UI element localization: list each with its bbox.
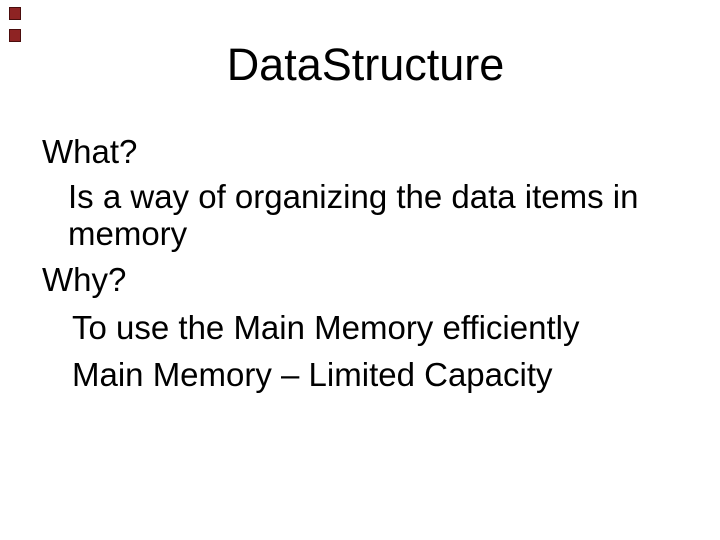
- slide-title: DataStructure: [226, 39, 505, 90]
- body-line-why: Why?: [42, 261, 127, 298]
- body-line-what: What?: [42, 133, 138, 170]
- corner-marker-top: [9, 7, 21, 20]
- body-line-use-main-memory: To use the Main Memory efficiently: [72, 309, 580, 346]
- body-line-memory: memory: [68, 215, 188, 252]
- body-line-organizing: Is a way of organizing the data items in: [68, 178, 639, 215]
- body-line-limited-capacity: Main Memory – Limited Capacity: [72, 356, 553, 393]
- corner-marker-bottom: [9, 29, 21, 42]
